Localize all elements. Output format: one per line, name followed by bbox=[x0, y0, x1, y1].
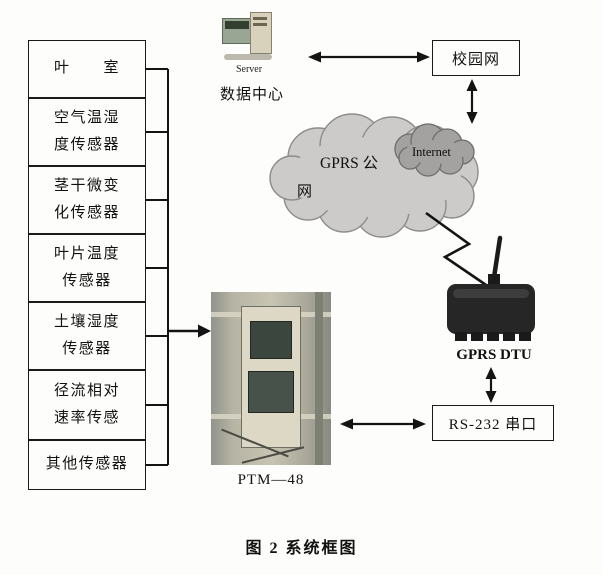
figure-caption: 图 2 系统框图 bbox=[245, 540, 358, 557]
gprs-cloud-label-line1: GPRS 公 bbox=[320, 155, 379, 172]
campus-cloud-arrow bbox=[466, 79, 478, 124]
ptm48-panel-art bbox=[250, 321, 292, 359]
internet-cloud bbox=[394, 123, 475, 177]
sensor-bus-lines bbox=[146, 68, 169, 466]
ptm48-instrument-art bbox=[241, 306, 301, 448]
sensor-box-leaf-chamber: 叶 室 bbox=[28, 40, 146, 98]
rs232-label: RS-232 串口 bbox=[448, 416, 538, 433]
sensor-box-other-sensors: 其他传感器 bbox=[28, 440, 146, 490]
wireless-lightning-link bbox=[425, 211, 490, 289]
campus-network-label: 校园网 bbox=[451, 51, 500, 68]
server-campus-arrow bbox=[308, 51, 430, 63]
gprs-dtu-photo bbox=[447, 235, 535, 341]
gprs-dtu-label: GPRS DTU bbox=[456, 347, 532, 363]
server-screen-art bbox=[225, 21, 249, 29]
sensor-box-line: 速率传感 bbox=[53, 409, 120, 426]
sensor-box-line: 叶 室 bbox=[53, 60, 120, 77]
sensor-box-line: 径流相对 bbox=[53, 383, 120, 400]
internet-cloud-label: Internet bbox=[412, 145, 451, 159]
server-tower-slot bbox=[253, 17, 267, 20]
sensor-box-line: 土壤湿度 bbox=[53, 314, 120, 331]
data-center-label: 数据中心 bbox=[220, 87, 285, 103]
sensor-box-leaf-temperature: 叶片温度 传感器 bbox=[28, 234, 146, 302]
server-icon bbox=[222, 12, 276, 62]
sensor-box-line: 茎干微变 bbox=[53, 178, 120, 195]
campus-network-box: 校园网 bbox=[432, 40, 520, 76]
sensor-box-line: 度传感器 bbox=[53, 136, 120, 153]
sensor-box-line: 传感器 bbox=[62, 340, 112, 357]
sensor-box-soil-moisture: 土壤湿度 传感器 bbox=[28, 302, 146, 370]
gprs-cloud-label-line2: 网 bbox=[297, 184, 313, 200]
server-base-art bbox=[224, 54, 272, 60]
dtu-rs232-arrow bbox=[485, 367, 497, 403]
ptm48-panel-art bbox=[248, 371, 294, 413]
rs232-box: RS-232 串口 bbox=[432, 405, 554, 441]
bus-to-ptm-arrow bbox=[168, 324, 211, 338]
ptm48-photo bbox=[211, 292, 331, 465]
sensor-box-stem-variation: 茎干微变 化传感器 bbox=[28, 166, 146, 234]
ptm48-label: PTM—48 bbox=[237, 472, 305, 488]
sensor-box-line: 其他传感器 bbox=[45, 456, 129, 473]
server-tower-slot bbox=[253, 23, 267, 26]
server-machine-art bbox=[222, 18, 254, 44]
ptm-rs232-arrow bbox=[340, 418, 426, 430]
sensor-box-line: 化传感器 bbox=[53, 204, 120, 221]
sensor-box-line: 叶片温度 bbox=[53, 246, 120, 263]
sensor-box-sap-flow-rate: 径流相对 速率传感 bbox=[28, 370, 146, 440]
sensor-box-line: 传感器 bbox=[62, 272, 112, 289]
sensor-box-line: 空气温湿 bbox=[53, 110, 120, 127]
sensor-box-air-temp-humidity: 空气温湿 度传感器 bbox=[28, 98, 146, 166]
server-icon-caption: Server bbox=[235, 64, 263, 75]
server-tower-art bbox=[250, 12, 272, 54]
ptm48-photo-detail bbox=[315, 292, 323, 465]
